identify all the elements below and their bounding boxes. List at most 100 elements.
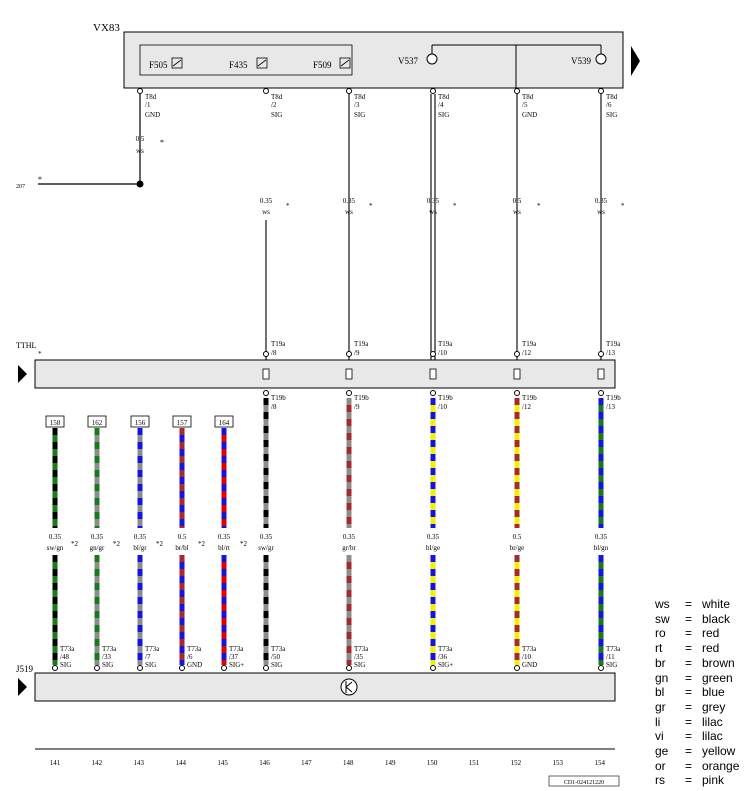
wire-segment [94, 555, 100, 562]
wire-size: 0.35 [343, 197, 356, 205]
wire-segment [94, 569, 100, 576]
wire-segment [221, 526, 227, 528]
legend-code: or [655, 758, 666, 773]
wire-segment [263, 468, 269, 475]
wire-size: 0.35 [218, 533, 231, 541]
wire-size: 0.35 [595, 197, 608, 205]
wire-segment [52, 477, 58, 484]
legend-code: rt [655, 641, 663, 656]
wire-segment [221, 505, 227, 512]
legend-equals: = [685, 685, 693, 700]
legend-name: white [702, 597, 731, 611]
wire-segment [598, 604, 604, 611]
legend-code: li [655, 714, 661, 729]
wire-segment [137, 562, 143, 569]
legend-name: yellow [702, 744, 736, 758]
pin-number: /35 [354, 653, 363, 661]
wire-segment [221, 498, 227, 505]
wire-segment [346, 426, 352, 433]
pin-icon [346, 351, 352, 357]
motor-label-0: V537 [398, 56, 418, 66]
wire-segment [430, 597, 436, 604]
connector-label: T8d [354, 93, 366, 101]
wire-segment [514, 646, 520, 653]
arrow-left-icon [18, 365, 27, 383]
pin-icon [598, 665, 604, 671]
wire-segment [514, 468, 520, 475]
wire-segment [263, 517, 269, 524]
wire-segment [221, 428, 227, 435]
wire-segment [598, 468, 604, 475]
wire-segment [598, 569, 604, 576]
wire-segment [179, 519, 185, 526]
note-mark: *2 [71, 540, 79, 548]
column-number: 152 [511, 759, 522, 767]
legend-name: black [702, 611, 731, 626]
wire-line [340, 59, 350, 67]
pin-type: SIG [145, 661, 156, 669]
pin-number: /50 [271, 653, 280, 661]
wire-segment [52, 435, 58, 442]
wire-segment [430, 405, 436, 412]
wire-segment [137, 463, 143, 470]
wire-segment [179, 428, 185, 435]
wire-segment [94, 618, 100, 625]
pin-number: /6 [606, 101, 612, 109]
pin-type: SIG [606, 661, 617, 669]
wire-segment [430, 583, 436, 590]
legend-name: pink [702, 773, 725, 788]
wire-segment [263, 524, 269, 528]
wire-color: bl/ge [426, 544, 440, 552]
wire-segment [346, 653, 352, 660]
wire-segment [514, 489, 520, 496]
doc-id: CD1-024121220 [564, 780, 604, 786]
wire-size: 0.35 [91, 533, 104, 541]
pin-type: GND [187, 661, 202, 669]
legend-code: ro [655, 626, 666, 641]
pin-number: /10 [522, 653, 531, 661]
wire-segment [137, 435, 143, 442]
wire-segment [263, 496, 269, 503]
pin-icon [263, 88, 269, 94]
wire-gr-br [346, 555, 352, 665]
wire-segment [94, 463, 100, 470]
wire-segment [598, 412, 604, 419]
wire-segment [598, 618, 604, 625]
wire-gn-gr [94, 428, 100, 528]
wire-segment [94, 519, 100, 526]
module-label: VX83 [93, 22, 120, 34]
wire-segment [94, 604, 100, 611]
wire-segment [52, 562, 58, 569]
connector-label: T73a [102, 645, 117, 653]
wire-segment [346, 468, 352, 475]
legend-equals: = [685, 597, 693, 611]
wire-segment [52, 590, 58, 597]
wire-segment [346, 496, 352, 503]
wire-segment [346, 482, 352, 489]
column-number: 147 [301, 759, 312, 767]
wire-segment [94, 576, 100, 583]
column-number: 148 [343, 759, 354, 767]
wire-segment [514, 576, 520, 583]
wire-size: 0.35 [260, 533, 273, 541]
wire-color: ws [262, 208, 270, 216]
column-number: 141 [50, 759, 61, 767]
wire-size: 0.35 [49, 533, 62, 541]
wire-segment [137, 505, 143, 512]
wire-segment [94, 498, 100, 505]
wire-segment [346, 611, 352, 618]
legend-name: grey [702, 699, 726, 714]
wire-segment [346, 604, 352, 611]
wire-segment [346, 632, 352, 639]
wire-segment [346, 524, 352, 528]
wire-segment [430, 398, 436, 405]
wire-segment [179, 470, 185, 477]
pin-icon [598, 88, 604, 94]
wire-segment [137, 632, 143, 639]
legend-equals: = [685, 699, 693, 714]
wire-bl-rt [221, 555, 227, 665]
connector-label: T8d [145, 93, 157, 101]
wire-segment [514, 639, 520, 646]
wire-color: sw/gr [258, 544, 274, 552]
